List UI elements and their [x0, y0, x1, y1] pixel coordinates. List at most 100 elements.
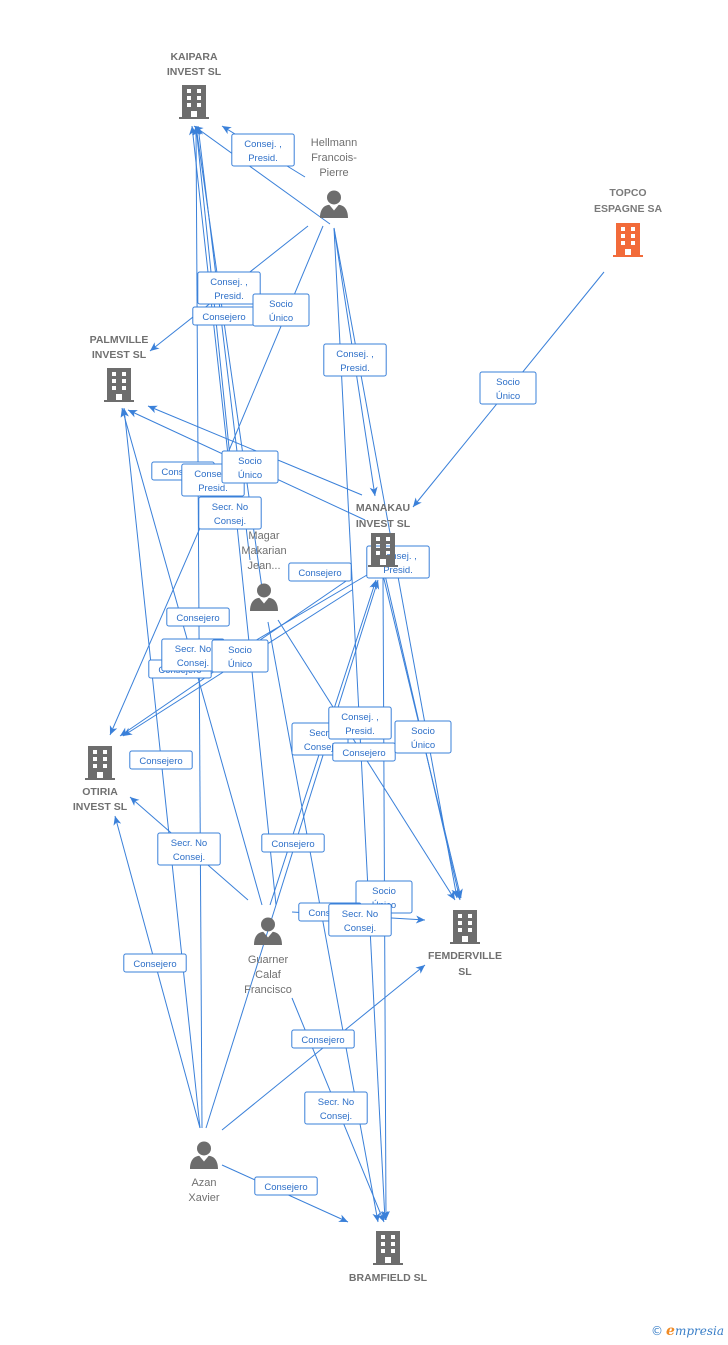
edge-label-box: [261, 833, 325, 853]
edge-label-box: [157, 832, 221, 866]
edge-label[interactable]: Consejero: [192, 306, 256, 326]
edge-label[interactable]: Secr. No Consej.: [198, 496, 262, 530]
edge-label-text: Presid.: [248, 153, 278, 164]
edge-label-box: [304, 1091, 368, 1125]
person-icon: [190, 1141, 218, 1169]
node-label: Xavier: [188, 1192, 220, 1204]
edge-label-text: Socio: [496, 377, 520, 388]
building-icon: [613, 223, 643, 257]
node-label: INVEST SL: [167, 66, 222, 78]
edge-label-text: Socio: [228, 645, 252, 656]
edge-label-box: [166, 607, 230, 627]
edge-label[interactable]: Consejero: [291, 1029, 355, 1049]
node-label: ESPAGNE SA: [594, 203, 662, 215]
edge-label-box: [198, 496, 262, 530]
edge-label-text: Consejero: [139, 756, 182, 767]
edge-label-text: Consej. ,: [244, 139, 282, 150]
edge-label-text: Secr. No: [342, 909, 378, 920]
edge-label-box: [129, 750, 193, 770]
node-topco[interactable]: TOPCO ESPAGNE SA: [594, 187, 662, 257]
edge-label-text: Único: [228, 659, 252, 670]
edge-label-text: Consejero: [301, 1035, 344, 1046]
node-manakau[interactable]: MANAKAU INVEST SL: [356, 502, 411, 567]
edge-label[interactable]: Consej. ,Presid.: [197, 271, 261, 305]
edge-label[interactable]: Consej. ,Presid.: [323, 343, 387, 377]
edge-label-text: Consej. ,: [336, 349, 374, 360]
node-kaipara[interactable]: KAIPARA INVEST SL: [167, 51, 222, 119]
node-label: INVEST SL: [92, 349, 147, 361]
edge-label-text: Secr. No: [171, 838, 207, 849]
person-icon: [250, 583, 278, 611]
edge-label-text: Presid.: [198, 483, 228, 494]
edge-label-text: Consej.: [173, 852, 205, 863]
edge-label-text: Consejero: [271, 839, 314, 850]
node-bramfield[interactable]: BRAMFIELD SL: [349, 1231, 428, 1284]
edge-arrow: [205, 579, 380, 1129]
edge-label-text: Secr. No: [175, 644, 211, 655]
edge-label-text: Consej. ,: [210, 277, 248, 288]
edge-label-text: Consejero: [202, 312, 245, 323]
edge-label-box: [197, 271, 261, 305]
edge-label-text: Socio: [269, 299, 293, 310]
edge-label-text: Socio: [238, 456, 262, 467]
edge-label[interactable]: Consej. ,Presid.: [328, 706, 392, 740]
edge-label[interactable]: Consejero: [129, 750, 193, 770]
edge-label[interactable]: Consejero: [123, 953, 187, 973]
edge-label-text: Consejero: [176, 613, 219, 624]
node-label: Jean...: [247, 560, 280, 572]
edge-label-box: [323, 343, 387, 377]
edge-label[interactable]: Consejero: [288, 562, 352, 582]
node-label: Francois-: [311, 152, 357, 164]
edge-label-text: Presid.: [345, 726, 375, 737]
node-label: Guarner: [248, 954, 289, 966]
building-icon: [179, 85, 209, 119]
edge-label[interactable]: Consejero: [332, 742, 396, 762]
person-icon: [320, 190, 348, 218]
edge-label[interactable]: Consejero: [261, 833, 325, 853]
brand-name: mpresia: [674, 1324, 724, 1338]
edge-arrow: [193, 125, 331, 225]
edge-label-text: Consej. ,: [194, 469, 232, 480]
copyright-symbol: ©: [651, 1324, 664, 1338]
edge-label-text: Consejero: [133, 959, 176, 970]
node-label: FEMDERVILLE: [428, 950, 502, 962]
person-icon: [254, 917, 282, 945]
node-magar[interactable]: MagarMakarianJean...: [241, 530, 287, 611]
edge-label-text: Secr. No: [212, 502, 248, 513]
node-label: KAIPARA: [170, 51, 217, 63]
edge-label[interactable]: Consejero: [254, 1176, 318, 1196]
edge-label[interactable]: Consej. , Presid.: [231, 133, 295, 167]
brand-footer[interactable]: ©empresia: [651, 1323, 724, 1339]
edge-label-text: Consejero: [342, 748, 385, 759]
building-icon: [104, 368, 134, 402]
node-label: MANAKAU: [356, 502, 410, 514]
edge-label-text: Consej.: [214, 516, 246, 527]
edge-label-box: [254, 1176, 318, 1196]
node-label: INVEST SL: [356, 518, 411, 530]
edge-label-text: Consejero: [298, 568, 341, 579]
edge-label-box: [291, 1029, 355, 1049]
node-label: BRAMFIELD SL: [349, 1272, 428, 1284]
node-label: OTIRIA: [82, 786, 118, 798]
building-icon: [373, 1231, 403, 1265]
edge-label[interactable]: Consejero: [166, 607, 230, 627]
node-label: TOPCO: [609, 187, 646, 199]
edge-label-box: [221, 450, 279, 484]
node-label: Pierre: [319, 167, 348, 179]
edge-arrow: [192, 125, 203, 1129]
edge-label[interactable]: Secr. No Consej.: [157, 832, 221, 866]
